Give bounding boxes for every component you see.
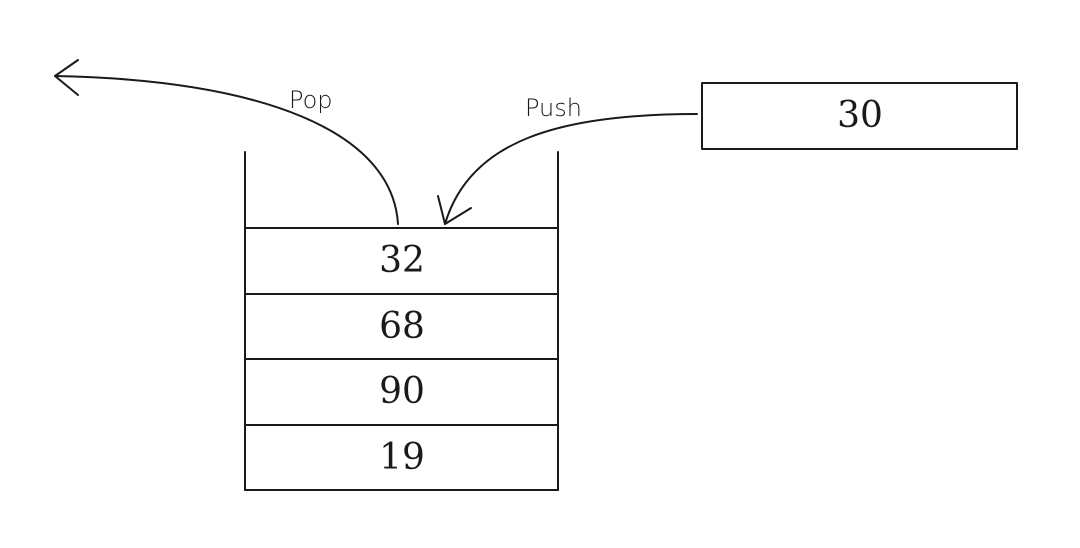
pop-arrowhead [54, 59, 79, 96]
incoming-element-value: 30 [837, 95, 883, 136]
stack-item: 68 [379, 306, 425, 347]
stack-item-top: 32 [379, 240, 425, 281]
stack-item: 90 [379, 371, 425, 412]
pop-arrow [54, 75, 399, 225]
push-arrowhead [437, 195, 472, 225]
push-arrow [444, 113, 698, 225]
pop-label: Pop [289, 86, 333, 114]
push-label: Push [525, 94, 582, 122]
incoming-element-box [701, 82, 1018, 150]
stack-item-bottom: 19 [379, 437, 425, 478]
